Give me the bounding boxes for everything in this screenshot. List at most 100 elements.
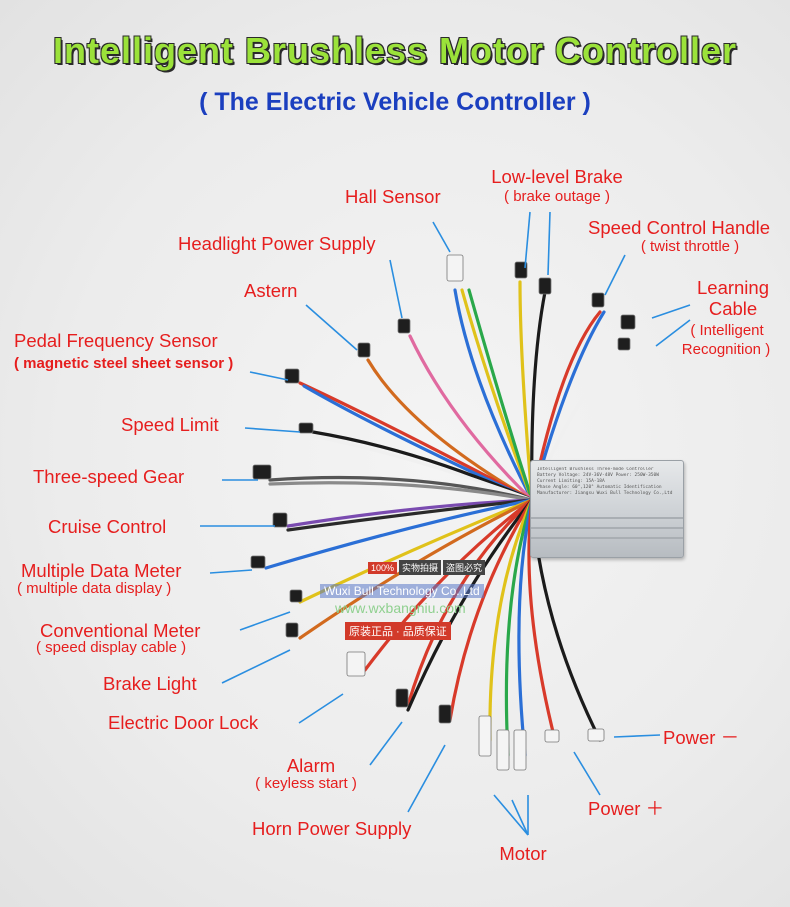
label-cruise-control: Cruise Control [48,516,167,537]
label-conventional-meter-note: ( speed display cable ) [36,639,187,656]
wire [448,498,534,722]
wire [488,498,534,742]
label-speed-control-handle: Speed Control Handle [587,217,771,238]
connector [478,715,492,757]
leader-line [298,693,344,724]
wire [517,498,534,757]
leader-line [305,304,358,351]
wire [467,288,534,502]
label-speed-control-handle-note: ( twist throttle ) [640,238,740,255]
label-speed-limit: Speed Limit [121,414,219,435]
label-learning-cable-note: ( Intelligent [690,322,764,339]
connector [591,292,605,308]
label-alarm: Alarm [286,755,336,776]
watermark-badge: 盗图必究 [443,560,486,575]
connector [272,512,288,528]
leader-line [493,794,529,836]
nameplate-line: Battery Voltage: 24V-36V-48V Power: 250W… [537,473,659,478]
leader-line [655,319,691,347]
heatsink-fin [531,517,683,519]
connector [289,589,303,603]
label-three-speed-gear: Three-speed Gear [33,466,185,487]
leader-line [209,569,253,574]
label-low-level-brake-note: ( brake outage ) [504,188,610,205]
heatsink-fin [531,537,683,539]
watermark-quality: 原装正品 · 品质保证 [345,622,451,640]
leader-line [547,211,551,276]
wire [408,334,534,502]
label-multiple-data-meter: Multiple Data Meter [21,560,182,581]
connector [496,729,510,771]
connector [438,704,452,724]
connector [446,254,464,282]
connector [514,261,528,279]
label-low-level-brake: Low-level Brake [491,166,623,187]
connector [357,342,371,358]
label-learning-cable-note-2: Recognition ) [681,341,771,358]
connector [250,555,266,569]
wire [268,481,534,502]
leader-line [249,371,289,381]
label-learning-cable-2: Cable [708,298,758,319]
controller-box: Intelligent Brushless Three-mode Control… [530,460,684,558]
leader-line [651,304,691,319]
wire [311,430,534,502]
connector [544,729,560,743]
label-multiple-data-meter-note: ( multiple data display ) [17,580,172,597]
connector [587,728,605,742]
label-learning-cable: Learning [696,277,770,298]
leader-line [389,259,403,319]
main-title: Intelligent Brushless Motor Controller [52,30,738,71]
label-pedal-frequency-sensor-note: ( magnetic steel sheet sensor ) [14,355,234,372]
leader-line [524,211,531,269]
leader-line [239,611,291,631]
wire [366,358,534,502]
leader-line [613,734,661,738]
wire [264,498,534,570]
label-conventional-meter: Conventional Meter [40,620,201,641]
nameplate-line: Current Limiting: 15A-18A [537,479,605,484]
leader-line [604,254,626,296]
wire [504,498,534,757]
sub-title: ( The Electric Vehicle Controller ) [199,88,591,116]
connector [397,318,411,334]
label-power-plus: Power ＋ [588,798,665,819]
connector [346,651,366,677]
heatsink-fin [531,527,683,529]
wire [298,381,534,502]
leader-line [221,649,291,684]
connector [620,314,636,330]
label-electric-door-lock: Electric Door Lock [108,712,259,733]
leader-line [244,427,301,433]
watermark-company: Wuxi Bull Technology Co.,Ltd [320,584,484,598]
watermark-url: www.wxbangniu.com [335,600,466,616]
label-brake-light: Brake Light [103,673,197,694]
controller-nameplate: Intelligent Brushless Three-mode Control… [537,467,677,509]
leader-line [432,221,451,253]
wire [268,475,534,502]
wire [527,498,557,742]
connector [298,422,314,434]
watermark-badge: 100% [368,562,398,574]
nameplate-line: Intelligent Brushless Three-mode Control… [537,467,654,472]
connector [284,368,300,384]
label-astern: Astern [244,280,298,301]
connector [252,464,272,480]
label-horn-power-supply: Horn Power Supply [252,818,412,839]
label-power-minus: Power － [663,727,740,748]
watermark-badges: 100%实物拍摄盗图必究 [368,560,487,575]
label-headlight-power-supply: Headlight Power Supply [178,233,376,254]
nameplate-line: Phase Angle: 60°,120° Automatic Identifi… [537,485,662,490]
wire [518,280,534,502]
connector [538,277,552,295]
connector [513,729,527,771]
label-motor: Motor [499,843,547,864]
label-hall-sensor: Hall Sensor [345,186,441,207]
wire [363,498,534,672]
leader-line [511,799,529,836]
wire [286,498,534,532]
nameplate-line: Manufacturer: Jiangsu Wuxi Bull Technolo… [537,491,673,496]
leader-line [573,751,601,796]
